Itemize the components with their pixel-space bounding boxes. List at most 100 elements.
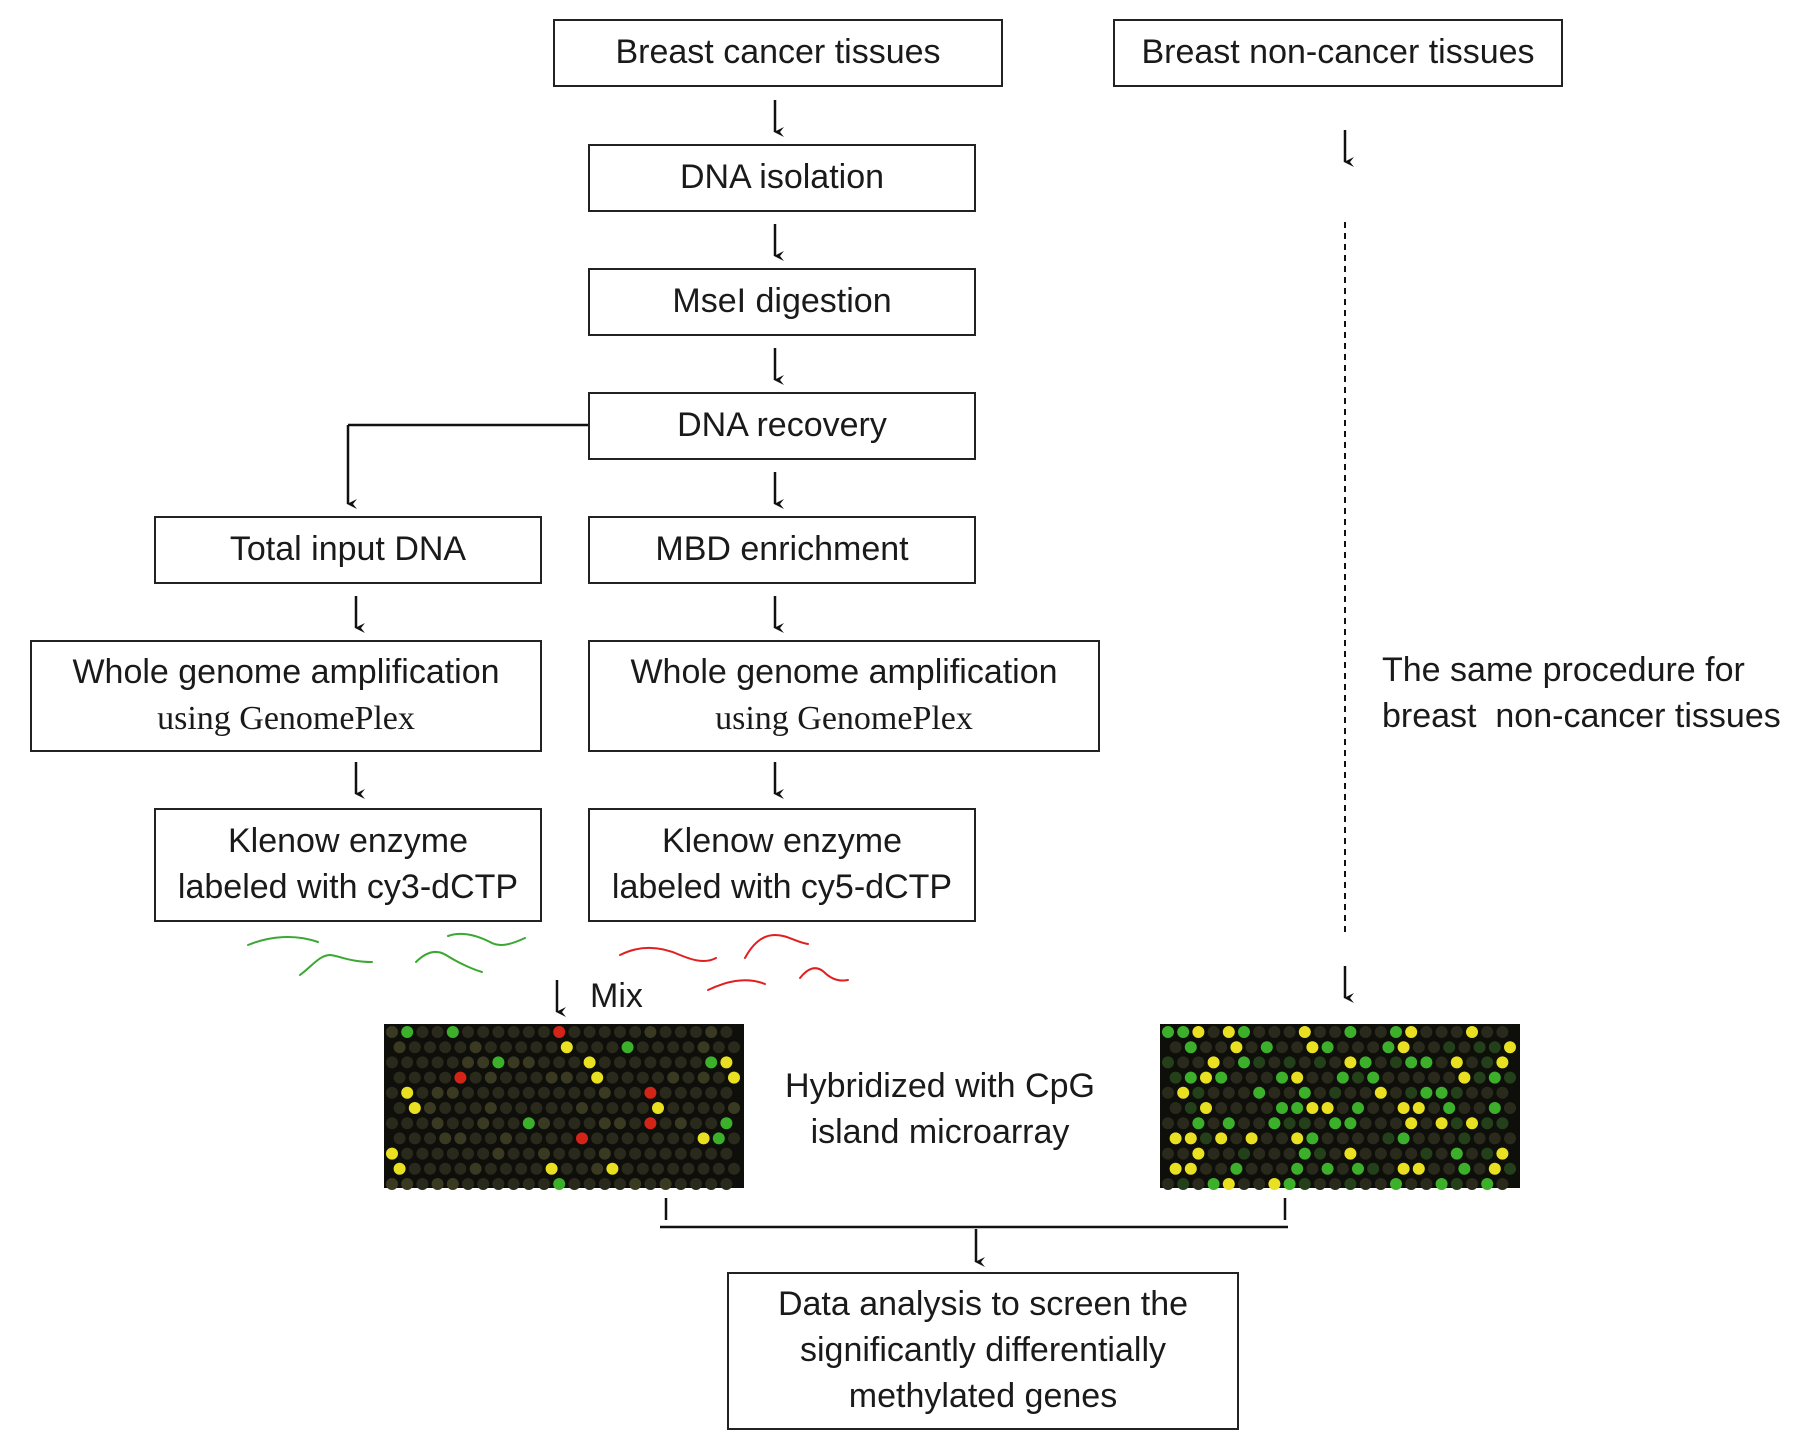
microarray-spot [1405,1026,1418,1038]
microarray-spot [1344,1056,1357,1069]
microarray-spot [1367,1071,1380,1084]
microarray-spot [1443,1162,1456,1175]
microarray-spot [484,1041,497,1054]
cy3-strand [299,953,373,976]
microarray-spot [621,1041,634,1054]
microarray-spot [1268,1056,1281,1069]
microarray-spot [1352,1041,1364,1054]
microarray-spot [484,1162,497,1175]
microarray-spot [583,1026,596,1038]
microarray-spot [591,1162,604,1175]
microarray-spot [697,1102,710,1114]
microarray-spot [1458,1162,1471,1175]
microarray-spot [1344,1178,1357,1190]
microarray-spot [1177,1178,1190,1190]
microarray-spot [1473,1102,1486,1114]
cancer-tissues-box: Breast cancer tissues [553,19,1003,87]
microarray-spot [690,1147,702,1160]
microarray-spot [1192,1117,1205,1130]
wga-right-line2: using GenomePlex [715,700,973,737]
microarray-spot [583,1147,596,1160]
microarray-spot [1321,1041,1334,1054]
microarray-spot [1253,1147,1266,1160]
microarray-spot [386,1086,398,1099]
microarray-spot [1458,1041,1471,1054]
microarray-spot [462,1147,474,1160]
microarray-spot [1291,1132,1304,1145]
microarray-spot [500,1132,512,1145]
microarray-spot [1306,1162,1319,1175]
mbd-enrichment-box: MBD enrichment [588,516,976,584]
microarray-spot [1291,1041,1304,1054]
microarray-spot [697,1041,710,1054]
microarray-spot [705,1178,718,1190]
microarray-spot [1253,1056,1266,1069]
microarray-spot [1374,1026,1387,1038]
microarray-spot [629,1056,642,1069]
microarray-spot [439,1041,452,1054]
microarray-spot [1466,1117,1478,1130]
microarray-spot [1253,1086,1266,1099]
microarray-spot [1268,1086,1281,1099]
microarray-spot [469,1162,482,1175]
microarray-spot [705,1147,718,1160]
microarray-spot [644,1147,657,1160]
microarray-spot [652,1162,664,1175]
microarray-spot [1488,1132,1501,1145]
microarray-spot [614,1147,626,1160]
microarray-spot [1466,1147,1478,1160]
microarray-spot [576,1162,588,1175]
microarray-spot [652,1041,664,1054]
microarray-spot [1405,1056,1418,1069]
microarray-spot [614,1056,626,1069]
microarray-spot [1420,1056,1433,1069]
microarray-spot [1169,1102,1182,1114]
microarray-spot [697,1132,710,1145]
microarray-spot [1321,1071,1334,1084]
microarray-spot [1336,1132,1349,1145]
microarray-spot [408,1132,421,1145]
microarray-spot [1276,1162,1288,1175]
microarray-spot [1466,1026,1478,1038]
microarray-spot [454,1041,467,1054]
microarray-spot [431,1086,444,1099]
microarray-spot [1367,1041,1380,1054]
microarray-spot [1268,1178,1281,1190]
microarray-spot [1169,1041,1182,1054]
microarray-spot [568,1117,581,1130]
microarray-spot [1428,1071,1440,1084]
microarray-spot [1306,1071,1319,1084]
data-analysis-line3: methylated genes [848,1376,1118,1415]
microarray-spot [728,1071,740,1084]
flow-arrows [346,100,1354,1267]
microarray-spot [484,1102,497,1114]
microarray-spot [1466,1086,1478,1099]
microarray-spot [1412,1102,1425,1114]
microarray-spot [1162,1026,1174,1038]
microarray-spot [1329,1147,1342,1160]
microarray-spot [674,1056,687,1069]
microarray-spot [1352,1132,1364,1145]
microarray-spot [1435,1117,1448,1130]
microarray-spot [538,1086,550,1099]
microarray-spot [659,1178,672,1190]
mbd-enrichment-label: MBD enrichment [655,530,909,569]
microarray-spot [1184,1132,1197,1145]
microarray-spot [636,1071,649,1084]
microarray-spot [690,1026,702,1038]
microarray-spot [446,1147,459,1160]
microarray-spot [1245,1162,1258,1175]
microarray-spot [712,1071,725,1084]
microarray-spot [1245,1071,1258,1084]
microarray-spot [667,1132,680,1145]
microarray-spot [1207,1117,1220,1130]
microarray-spot [583,1117,596,1130]
microarray-spot [1390,1147,1402,1160]
microarray-spot [690,1178,702,1190]
microarray-spot [720,1178,733,1190]
microarray-spot [1374,1056,1387,1069]
klenow-cy5-line2: labeled with cy5-dCTP [611,868,953,906]
microarray-spot [1192,1147,1205,1160]
microarray-spot [614,1178,626,1190]
microarray-spot [576,1132,588,1145]
